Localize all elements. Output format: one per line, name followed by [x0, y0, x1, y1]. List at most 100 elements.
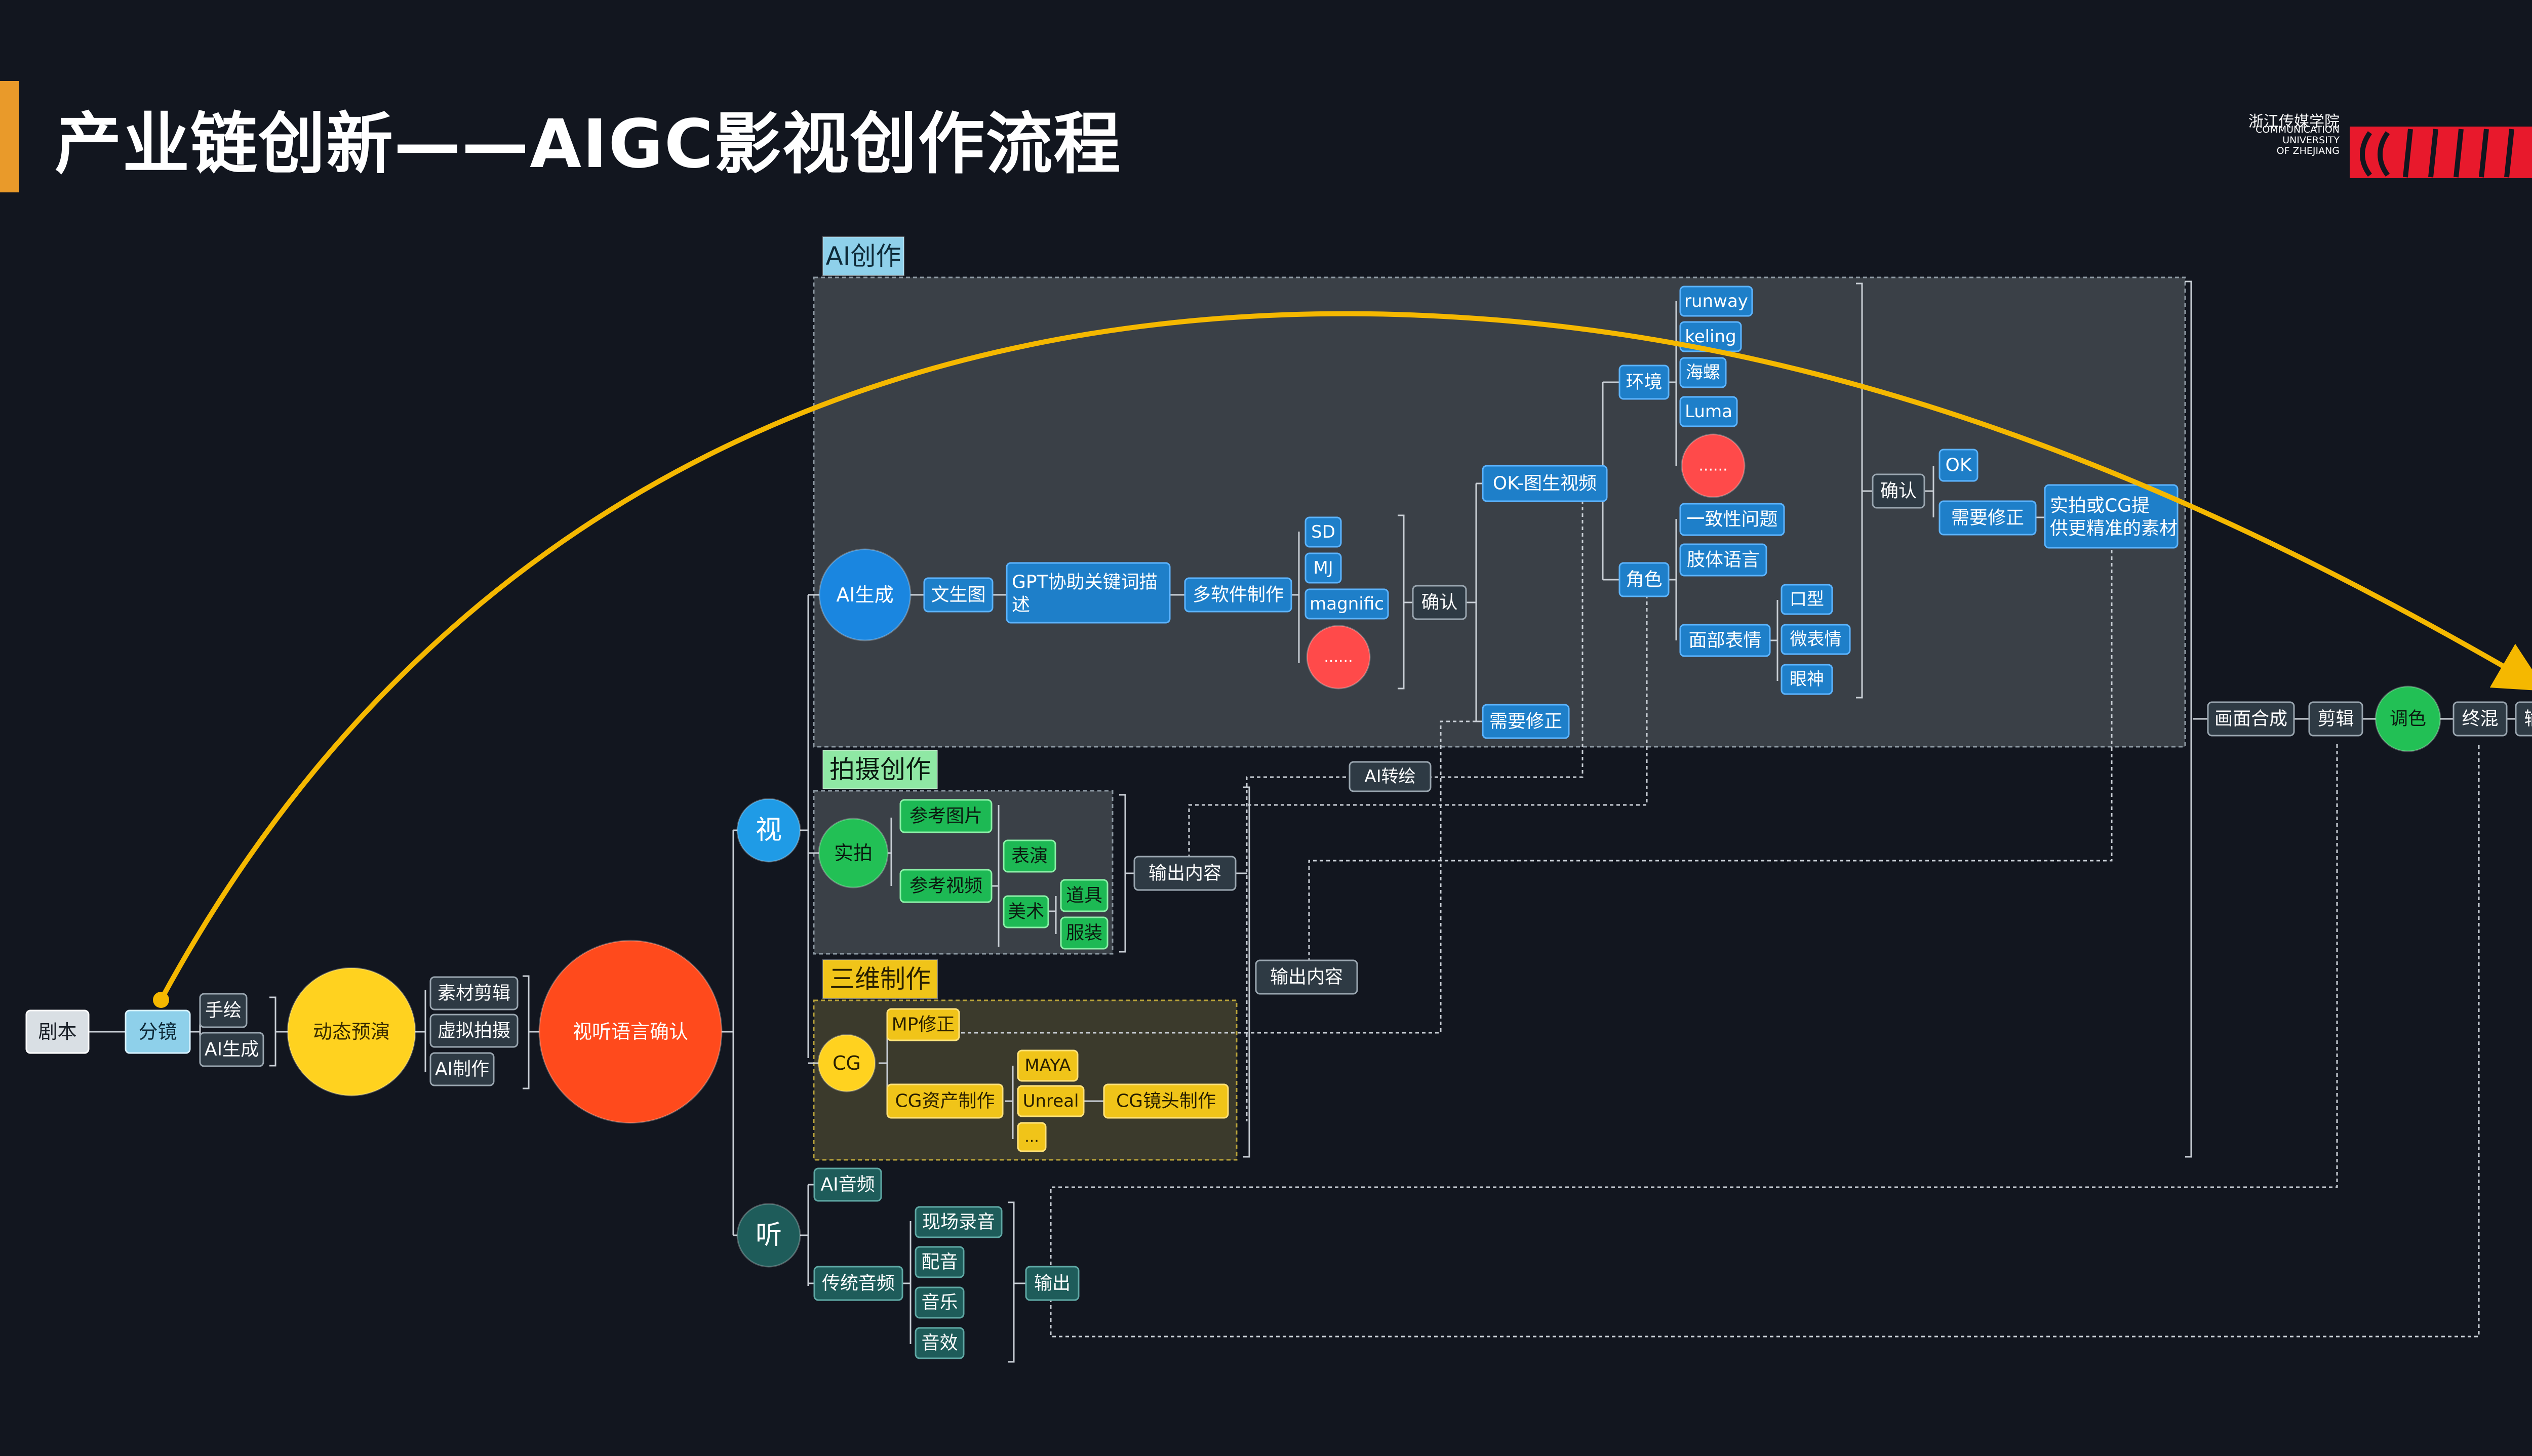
node-magnific-label: magnific — [1310, 594, 1384, 614]
node-soft-more: ...... — [1306, 625, 1371, 690]
node-gpt-prompt: GPT协助关键词描述 — [1006, 562, 1171, 624]
node-ai-gen-label: AI生成 — [836, 584, 893, 606]
line-audio-to-mix — [1050, 743, 2480, 1338]
node-mp-fix: MP修正 — [886, 1008, 960, 1041]
node-dynamic-preview: 动态预演 — [287, 967, 416, 1097]
node-sfx-box — [915, 1327, 965, 1359]
node-virtual-shoot: 虚拟拍摄 — [429, 1014, 519, 1048]
logo-line-2: UNIVERSITY — [2282, 135, 2340, 146]
node-micro-expression: 微表情 — [1781, 624, 1851, 655]
node-ref-image: 参考图片 — [899, 799, 993, 833]
line-fix1-mp — [955, 720, 1483, 1034]
node-art-label: 美术 — [1008, 902, 1044, 922]
bracket-preview — [523, 975, 530, 1089]
node-body-language: 肢体语言 — [1679, 543, 1767, 577]
node-eyes-label: 眼神 — [1790, 669, 1824, 690]
node-color-grade-label: 调色 — [2390, 709, 2426, 730]
node-virtual-shoot-label: 虚拟拍摄 — [438, 1021, 510, 1041]
node-role-box — [1618, 562, 1670, 597]
node-ok-image-to-video: OK-图生视频 — [1482, 465, 1608, 502]
node-script-box — [25, 1009, 90, 1054]
node-av-confirm-label: 视听语言确认 — [573, 1021, 688, 1043]
node-edit: 剪辑 — [2308, 701, 2363, 737]
node-body-language-label: 肢体语言 — [1687, 550, 1760, 571]
node-real-shoot: 实拍 — [818, 818, 889, 888]
node-storyboard-label: 分镜 — [138, 1021, 177, 1043]
node-ai-convert-label: AI转绘 — [1364, 766, 1415, 787]
ai-group-tag: AI创作 — [822, 236, 904, 276]
node-multi-software-label: 多软件制作 — [1193, 585, 1284, 605]
node-text2img-box — [923, 577, 994, 613]
line-face-branch — [1770, 600, 1778, 681]
node-unreal-label: Unreal — [1023, 1091, 1079, 1111]
node-art-box — [1003, 895, 1049, 928]
node-keling: keling — [1679, 321, 1742, 352]
node-unreal: Unreal — [1017, 1085, 1085, 1117]
node-ok-image-to-video-box — [1482, 465, 1608, 502]
node-traditional-audio: 传统音频 — [813, 1266, 903, 1301]
node-luma: Luma — [1679, 396, 1738, 427]
node-confirm-2-box — [1872, 473, 1925, 509]
node-need-fix-2: 需要修正 — [1938, 500, 2037, 536]
node-real-or-cg-box — [2044, 484, 2179, 549]
node-audio-output-label: 输出 — [1034, 1273, 1071, 1294]
node-mouth-box — [1781, 584, 1833, 615]
node-eyes-box — [1781, 664, 1833, 695]
node-keling-label: keling — [1685, 327, 1736, 347]
node-facial-expression-box — [1679, 624, 1771, 657]
node-runway-box — [1679, 286, 1753, 317]
node-costume-label: 服装 — [1066, 923, 1102, 944]
node-consistency-label: 一致性问题 — [1686, 509, 1777, 530]
node-confirm-1-label: 确认 — [1421, 592, 1457, 613]
node-output-content-1: 输出内容 — [1133, 856, 1237, 891]
node-virtual-shoot-box — [429, 1014, 519, 1048]
bracket-audio — [1008, 1201, 1015, 1363]
node-ref-image-box — [899, 799, 993, 833]
node-hailuo-box — [1679, 357, 1727, 388]
node-ai-convert-box — [1349, 761, 1432, 792]
node-ai-convert: AI转绘 — [1349, 761, 1432, 792]
node-cg-asset-label: CG资产制作 — [895, 1091, 995, 1112]
cg-group-tag-label: 三维制作 — [829, 964, 931, 994]
line-ref-branch — [992, 805, 1000, 947]
node-output-content-2-label: 输出内容 — [1270, 967, 1343, 988]
node-ai-gen-storyboard-label: AI生成 — [205, 1039, 259, 1060]
node-performance-label: 表演 — [1011, 846, 1048, 867]
node-final-output: 输出 — [2515, 701, 2532, 737]
node-eyes: 眼神 — [1781, 664, 1833, 695]
bracket-output2 — [1243, 786, 1250, 1158]
node-color-grade-shape — [2375, 685, 2441, 752]
node-hand-draw-label: 手绘 — [205, 1000, 242, 1021]
node-hand-draw: 手绘 — [199, 993, 248, 1028]
node-live-recording-box — [915, 1206, 1003, 1238]
node-luma-box — [1679, 396, 1738, 427]
node-edit-label: 剪辑 — [2317, 709, 2354, 730]
node-confirm-1: 确认 — [1412, 585, 1467, 620]
node-live-recording: 现场录音 — [915, 1206, 1003, 1238]
node-runway: runway — [1679, 286, 1753, 317]
node-dubbing-box — [915, 1246, 965, 1278]
node-runway-label: runway — [1684, 291, 1748, 311]
line-confirm1-branch — [1466, 483, 1477, 721]
university-logo-mark — [2350, 127, 2532, 178]
node-ai-gen-shape — [818, 548, 912, 641]
node-need-fix-1-box — [1482, 704, 1570, 739]
node-music-label: 音乐 — [921, 1292, 958, 1313]
node-music-box — [915, 1286, 965, 1319]
line-realcg-return — [1308, 537, 2113, 976]
node-cg-label: CG — [833, 1052, 861, 1074]
node-final-mix: 终混 — [2452, 701, 2508, 737]
node-compose-box — [2207, 701, 2295, 737]
node-ai-make-box — [429, 1052, 495, 1086]
logo-red-band — [2350, 127, 2532, 178]
node-environment-label: 环境 — [1626, 372, 1662, 393]
node-sd-label: SD — [1311, 522, 1335, 542]
line-art-branch — [1048, 896, 1057, 934]
node-ref-image-label: 参考图片 — [909, 806, 982, 827]
node-ok: OK — [1938, 449, 1979, 482]
node-cg-asset: CG资产制作 — [886, 1083, 1004, 1119]
node-hand-draw-box — [199, 993, 248, 1028]
line-audio-to-edit — [1050, 743, 2338, 1284]
node-cg-more: ... — [1017, 1122, 1047, 1152]
